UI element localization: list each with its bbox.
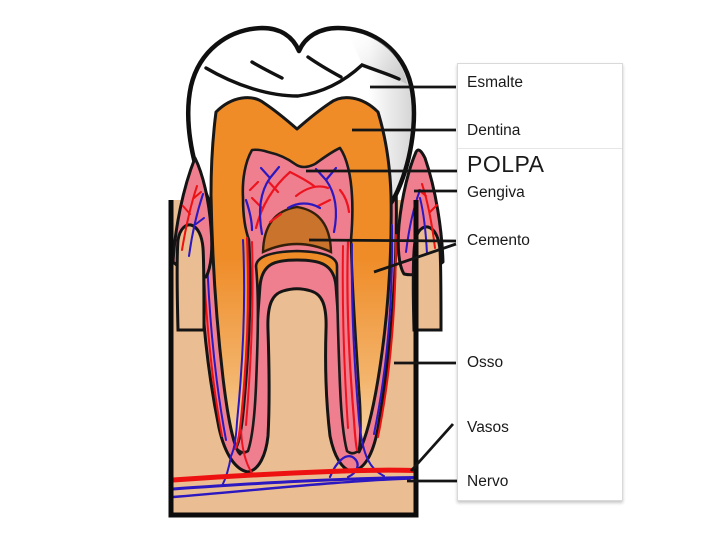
bone-block-border [168, 200, 419, 518]
label-panel: Esmalte Dentina POLPA Gengiva Cemento Os… [457, 63, 623, 501]
leader-cemento-2 [373, 242, 457, 274]
label-dentina: Dentina [467, 122, 521, 139]
leader-cemento-1 [308, 238, 457, 243]
label-gengiva: Gengiva [467, 184, 525, 201]
pulp-chamber [234, 146, 362, 455]
label-esmalte: Esmalte [467, 74, 523, 91]
leader-lines [306, 85, 457, 483]
vessel-nerve-trunks [170, 467, 418, 499]
pulp-vessels-blue [221, 165, 385, 487]
nerve-trunk [171, 476, 417, 491]
label-cemento: Cemento [467, 232, 530, 249]
panel-divider [458, 148, 622, 149]
enamel-shading [345, 31, 407, 84]
leader-vasos [409, 423, 455, 472]
nerve-trunk-2 [171, 477, 412, 499]
label-vasos: Vasos [467, 419, 509, 436]
label-nervo: Nervo [467, 473, 509, 490]
artery-trunk [170, 467, 418, 483]
pulp-vessels-red [233, 170, 359, 474]
occlusal-grooves [204, 55, 401, 98]
gum-vessels [181, 183, 438, 257]
root-surface-vessels [201, 224, 397, 441]
label-polpa: POLPA [467, 151, 545, 177]
label-osso: Osso [467, 354, 504, 371]
bone-crest-left [175, 223, 206, 332]
